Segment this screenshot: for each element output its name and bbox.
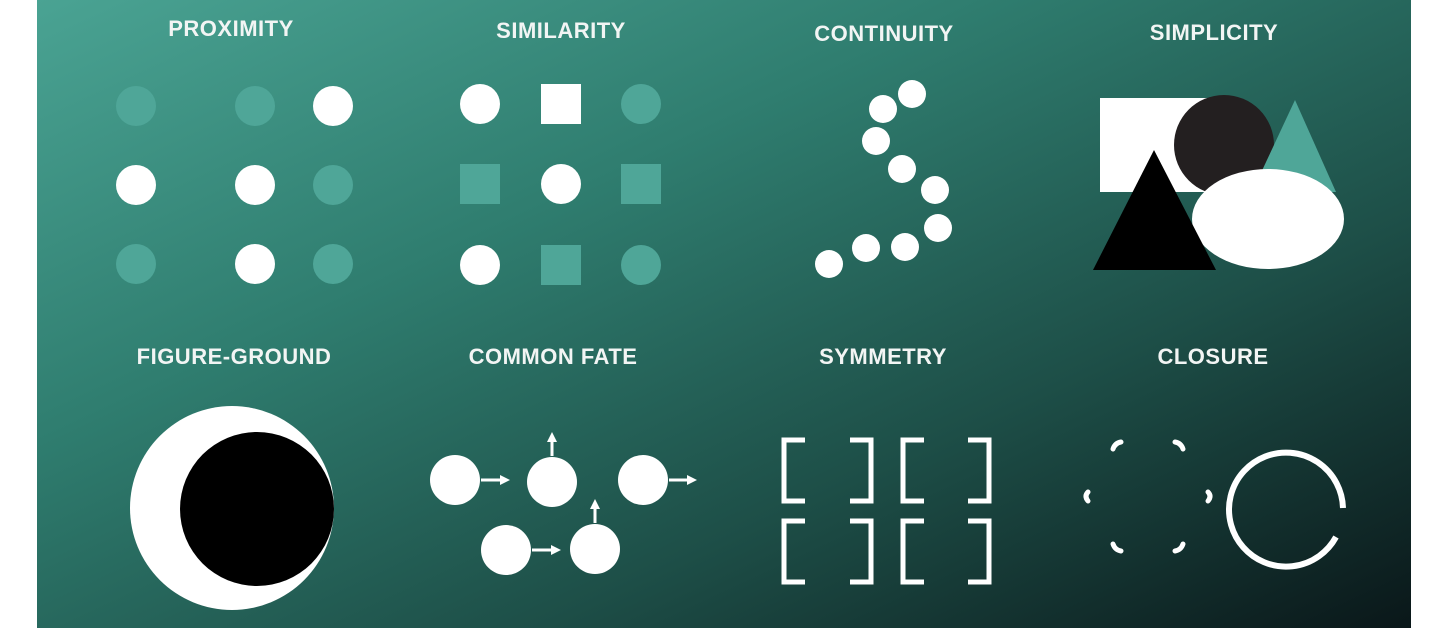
continuity-dot [924, 214, 952, 242]
symmetry-bracket-left [781, 437, 805, 504]
similarity-circle [460, 84, 500, 124]
similarity-square [541, 245, 581, 285]
title-similarity: SIMILARITY [496, 18, 626, 43]
symmetry-bracket-right [850, 437, 874, 504]
simplicity-teal-triangle [1252, 100, 1336, 192]
proximity-dot [235, 165, 275, 205]
symmetry-bracket-left [900, 437, 924, 504]
proximity-dot [116, 165, 156, 205]
closure-fragment [1110, 541, 1124, 554]
title-proximity: PROXIMITY [168, 16, 294, 41]
symmetry-bracket-left [781, 518, 805, 585]
proximity-illustration [116, 86, 353, 284]
proximity-dot [116, 244, 156, 284]
figure-ground-illustration [130, 406, 334, 610]
proximity-dot [313, 165, 353, 205]
title-closure: CLOSURE [1157, 344, 1269, 369]
symmetry-bracket-right [850, 518, 874, 585]
continuity-dot [815, 250, 843, 278]
similarity-circle [541, 164, 581, 204]
common-fate-dot [481, 525, 531, 575]
right-margin [1411, 0, 1450, 628]
similarity-illustration [460, 84, 661, 285]
continuity-dot [921, 176, 949, 204]
similarity-square [460, 164, 500, 204]
continuity-dot [862, 127, 890, 155]
simplicity-black-triangle [1093, 150, 1216, 270]
symmetry-illustration [781, 437, 992, 585]
figure-ground-black-disc [180, 432, 334, 586]
closure-fragment [1172, 439, 1186, 452]
symmetry-bracket-right [968, 437, 992, 504]
closure-fragment [1083, 489, 1091, 504]
continuity-illustration [815, 80, 952, 278]
similarity-square [541, 84, 581, 124]
similarity-square [621, 164, 661, 204]
common-fate-dot [618, 455, 668, 505]
common-fate-illustration [430, 432, 697, 575]
continuity-dot [852, 234, 880, 262]
title-simplicity: SIMPLICITY [1149, 20, 1279, 45]
continuity-dot [869, 95, 897, 123]
closure-open-circle [1226, 449, 1346, 570]
simplicity-dark-circle [1174, 95, 1274, 195]
similarity-circle [621, 84, 661, 124]
continuity-dot [888, 155, 916, 183]
simplicity-ellipse [1192, 169, 1344, 269]
proximity-dot [313, 86, 353, 126]
title-figure-ground: FIGURE-GROUND [136, 344, 332, 369]
continuity-dot [891, 233, 919, 261]
proximity-dot [313, 244, 353, 284]
common-fate-dot [430, 455, 480, 505]
proximity-dot [116, 86, 156, 126]
proximity-dot [235, 86, 275, 126]
closure-fragments [1083, 439, 1213, 554]
symmetry-bracket-right [968, 518, 992, 585]
symmetry-bracket-left [900, 518, 924, 585]
title-symmetry: SYMMETRY [819, 344, 947, 369]
similarity-circle [460, 245, 500, 285]
common-fate-dot [527, 457, 577, 507]
closure-fragment [1110, 439, 1124, 452]
proximity-dot [235, 244, 275, 284]
closure-illustration [1083, 439, 1346, 570]
continuity-dot [898, 80, 926, 108]
title-continuity: CONTINUITY [814, 21, 954, 46]
closure-fragment [1205, 489, 1213, 504]
closure-fragment [1172, 541, 1186, 554]
simplicity-illustration [1093, 95, 1344, 270]
title-common-fate: COMMON FATE [468, 344, 638, 369]
common-fate-dot [570, 524, 620, 574]
similarity-circle [621, 245, 661, 285]
